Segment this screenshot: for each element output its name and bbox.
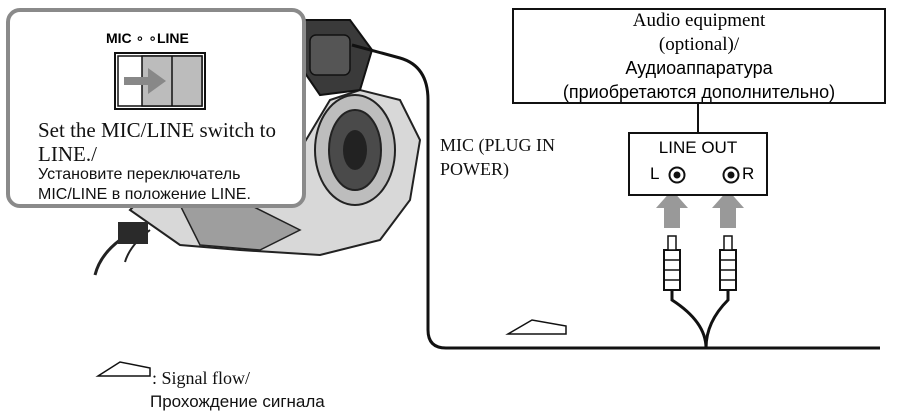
- mic-switch-label: MIC: [106, 30, 132, 46]
- rca-plug-left: [663, 235, 681, 291]
- line-out-left-label: L: [650, 164, 660, 183]
- line-out-panel: LINE OUT L R: [628, 132, 768, 196]
- line-switch-label: LINE: [156, 30, 189, 46]
- mic-dot-icon: ∘: [131, 30, 149, 46]
- equipment-optional-en: (optional)/: [658, 34, 740, 55]
- cable-right-branch: [704, 290, 730, 349]
- audio-equipment-box: Audio equipment (optional)/ Аудиоаппарат…: [512, 8, 886, 104]
- mic-jack-label: MIC (PLUG IN POWER): [440, 135, 555, 179]
- legend-signal-flow-ru: Прохождение сигнала: [150, 392, 325, 411]
- equipment-title-ru: Аудиоаппаратура: [625, 58, 773, 78]
- cable-left-branch: [670, 290, 708, 349]
- mic-line-switch-icon: [114, 52, 206, 110]
- line-dot-icon: ∘: [148, 30, 157, 46]
- arrow-up-right: [712, 190, 744, 228]
- instruction-russian: Установите переключатель MIC/LINE в поло…: [38, 166, 251, 203]
- line-out-right-label: R: [742, 164, 755, 183]
- arrow-up-left: [656, 190, 688, 228]
- mic-line-switch-callout: MIC ∘ ∘LINE Set the MIC/LINE switch to L…: [6, 8, 306, 208]
- slide-right-arrow-icon: [124, 68, 166, 94]
- legend-signal-flow-symbol: [95, 361, 151, 377]
- signal-flow-arrow: [505, 319, 567, 335]
- jack-right-icon: [722, 166, 740, 184]
- line-out-title: LINE OUT: [658, 138, 738, 157]
- equipment-title-en: Audio equipment: [632, 10, 766, 31]
- jack-left-icon: [668, 166, 686, 184]
- legend-signal-flow-en: : Signal flow/: [152, 368, 250, 388]
- rca-plug-right: [719, 235, 737, 291]
- mic-cable: [351, 43, 880, 350]
- instruction-english: Set the MIC/LINE switch to LINE./: [38, 118, 276, 166]
- equipment-optional-ru: (приобретаются дополнительно): [562, 82, 836, 102]
